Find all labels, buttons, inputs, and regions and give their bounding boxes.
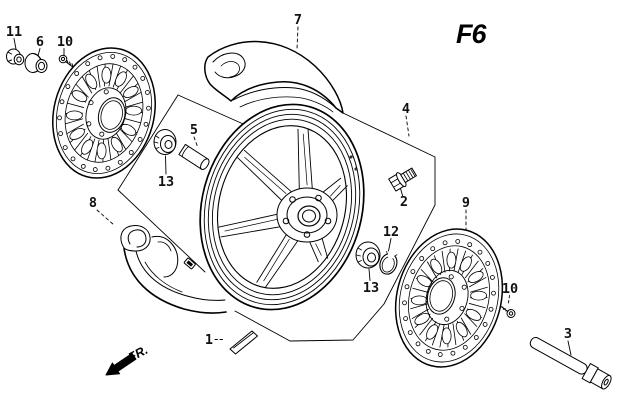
wheel-bearing-part-13-left <box>153 129 177 155</box>
callout-3[interactable]: 3 <box>564 326 572 342</box>
disc-screw-part-10-right <box>500 306 516 318</box>
axle-collar-part-5 <box>178 143 210 170</box>
callout-8[interactable]: 8 <box>89 195 97 211</box>
callout-10-left[interactable]: 10 <box>57 34 73 50</box>
callout-9[interactable]: 9 <box>462 195 470 211</box>
disc-screw-part-10-left <box>58 54 74 67</box>
wheel-spokes <box>218 128 348 289</box>
dust-seal-cap-part-6 <box>24 53 48 73</box>
rim-rivet-dot <box>349 155 353 159</box>
axle-bolt-part-2 <box>388 167 417 192</box>
snap-ring-part-12 <box>379 251 398 275</box>
callout-10-right[interactable]: 10 <box>502 281 518 297</box>
callout-11[interactable]: 11 <box>6 24 22 40</box>
wheel-bearing-part-13-right <box>355 241 381 269</box>
callout-13-left[interactable]: 13 <box>158 174 174 190</box>
figure-code: F6 <box>456 19 487 49</box>
rim-rivet-dot <box>354 167 358 171</box>
grouping-box-lines <box>117 94 436 342</box>
valve-stem <box>183 257 196 270</box>
front-wheel-rim <box>183 103 365 311</box>
cap-nut-part-11 <box>6 48 25 66</box>
callout-2[interactable]: 2 <box>400 194 408 210</box>
brake-disc-left <box>52 47 156 179</box>
axle-shaft-part-3 <box>529 337 612 390</box>
wheel-hub <box>276 187 338 243</box>
fr-direction-arrow <box>105 352 137 376</box>
tire-section-top <box>204 40 344 114</box>
callout-4[interactable]: 4 <box>402 101 410 117</box>
callout-5[interactable]: 5 <box>190 122 198 138</box>
callout-6[interactable]: 6 <box>36 34 44 50</box>
callout-13-right[interactable]: 13 <box>363 280 379 296</box>
callout-12[interactable]: 12 <box>383 224 399 240</box>
balance-weight-part-1 <box>229 330 258 355</box>
leader-lines <box>13 26 572 356</box>
tire-section-bottom <box>120 225 227 314</box>
callout-1[interactable]: 1 <box>205 332 213 348</box>
callout-7[interactable]: 7 <box>294 12 302 28</box>
brake-disc-right <box>394 228 504 368</box>
